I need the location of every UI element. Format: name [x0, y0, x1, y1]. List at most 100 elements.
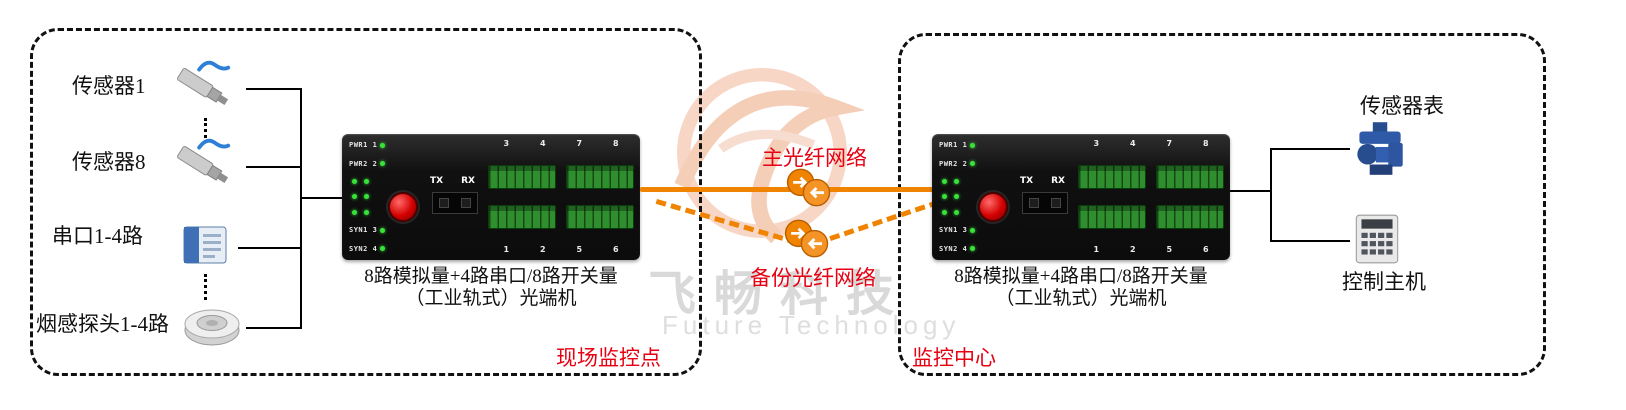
- monitor-center-zone: [898, 33, 1546, 376]
- terminal-strip: [566, 165, 634, 189]
- connection-line: [246, 88, 302, 90]
- led-panel: PWR1 1 PWR2 2 SYN1 3 SYN2 4: [349, 141, 407, 253]
- terminal-strip: [1156, 165, 1224, 189]
- led-indicator: [970, 246, 976, 252]
- terminal-strip: [488, 165, 556, 189]
- led-indicator: [380, 246, 386, 252]
- led-row: [939, 194, 997, 200]
- led-panel: PWR1 1 PWR2 2 SYN1 3 SYN2 4: [939, 141, 997, 253]
- smoke-detector-icon: [180, 298, 244, 350]
- terminal-blocks: 3 4 7 8 1 2 5 6: [1078, 139, 1224, 255]
- converter-left-caption-line1: 8路模拟量+4路串口/8路开关量: [364, 266, 618, 287]
- sensor-icon: [166, 134, 244, 192]
- terminal-strip: [566, 205, 634, 229]
- connection-line: [246, 327, 302, 329]
- connection-line: [300, 197, 344, 199]
- led-row: PWR1 1: [349, 141, 407, 149]
- optical-converter-right: PWR1 1 PWR2 2 SYN1 3 SYN2 4 TX RX 3 4 7 …: [932, 134, 1230, 260]
- terminal-number: 1: [1093, 245, 1100, 254]
- optical-port: [432, 192, 478, 214]
- sensor-8-label: 传感器8: [72, 150, 146, 174]
- connection-trunk: [1270, 148, 1272, 242]
- terminal-number: 4: [539, 139, 546, 148]
- terminal-strip: [1156, 205, 1224, 229]
- serial-device-icon: [176, 222, 236, 270]
- control-host-label: 控制主机: [1342, 270, 1426, 294]
- led-indicator: [970, 227, 976, 233]
- terminal-number: 6: [612, 245, 619, 254]
- smoke-detector-label: 烟感探头1-4路: [36, 312, 169, 336]
- terminal-numbers-top: 3 4 7 8: [488, 139, 634, 149]
- terminal-number: 4: [1129, 139, 1136, 148]
- connection-trunk: [300, 88, 302, 329]
- rx-label: RX: [461, 176, 475, 186]
- control-host-icon: [1348, 212, 1406, 266]
- red-knob: [388, 192, 418, 222]
- converter-right-caption-line1: 8路模拟量+4路串口/8路开关量: [954, 266, 1208, 287]
- sensor-meter-label: 传感器表: [1360, 94, 1444, 118]
- terminal-number: 5: [576, 245, 583, 254]
- field-site-zone: [30, 28, 702, 376]
- serial-ports-label: 串口1-4路: [52, 224, 143, 248]
- watermark-english-text: Future Technology: [662, 310, 961, 340]
- led-row: PWR2 2: [349, 160, 407, 168]
- tx-label: TX: [430, 176, 444, 186]
- brand-logo-watermark: [674, 68, 866, 244]
- connection-line: [238, 247, 302, 249]
- rx-label: RX: [1051, 176, 1065, 186]
- led-row: [349, 194, 407, 200]
- led-row: PWR1 1: [939, 141, 997, 149]
- converter-right-caption-line2: （工业轨式）光端机: [995, 288, 1167, 309]
- terminal-number: 5: [1166, 245, 1173, 254]
- converter-left-caption-line2: （工业轨式）光端机: [405, 288, 577, 309]
- terminal-blocks: 3 4 7 8 1 2 5 6: [488, 139, 634, 255]
- terminal-numbers-bottom: 1 2 5 6: [488, 245, 634, 255]
- connection-line: [1270, 148, 1350, 150]
- terminal-number: 7: [1166, 139, 1173, 148]
- led-indicator: [380, 161, 386, 167]
- tx-label: TX: [1020, 176, 1034, 186]
- monitor-center-caption: 监控中心: [912, 346, 996, 370]
- terminal-number: 3: [503, 139, 510, 148]
- terminal-strip: [1078, 205, 1146, 229]
- main-fiber-link: [640, 187, 936, 192]
- led-row: SYN1 3: [349, 226, 407, 234]
- led-row: [349, 210, 407, 216]
- led-indicator: [970, 161, 976, 167]
- fiber-coupler-icon: [781, 165, 837, 211]
- backup-fiber-label: 备份光纤网络: [750, 266, 876, 290]
- terminal-numbers-top: 3 4 7 8: [1078, 139, 1224, 149]
- terminal-numbers-bottom: 1 2 5 6: [1078, 245, 1224, 255]
- fiber-coupler-icon: [779, 216, 835, 262]
- red-knob: [978, 192, 1008, 222]
- sensor-1-label: 传感器1: [72, 74, 146, 98]
- terminal-number: 1: [503, 245, 510, 254]
- led-row: SYN2 4: [939, 245, 997, 253]
- led-indicator: [380, 142, 386, 148]
- terminal-number: 8: [1202, 139, 1209, 148]
- connection-line: [1270, 240, 1350, 242]
- led-indicator: [380, 227, 386, 233]
- terminal-number: 3: [1093, 139, 1100, 148]
- sensor-meter-icon: [1346, 118, 1412, 178]
- watermark-chinese-text: 飞畅科技: [648, 268, 913, 321]
- led-row: SYN1 3: [939, 226, 997, 234]
- led-indicator: [970, 142, 976, 148]
- optical-converter-left: PWR1 1 PWR2 2 SYN1 3 SYN2 4 TX RX 3 4 7 …: [342, 134, 640, 260]
- ellipsis-connector: [204, 118, 207, 138]
- optical-port: [1022, 192, 1068, 214]
- sensor-icon: [166, 56, 244, 114]
- terminal-number: 2: [539, 245, 546, 254]
- led-row: [939, 210, 997, 216]
- ellipsis-connector: [204, 274, 207, 300]
- connection-line: [246, 166, 302, 168]
- terminal-number: 8: [612, 139, 619, 148]
- terminal-strip: [1078, 165, 1146, 189]
- connection-line: [1230, 190, 1272, 192]
- led-row: [349, 178, 407, 184]
- led-row: SYN2 4: [349, 245, 407, 253]
- terminal-strip: [488, 205, 556, 229]
- field-site-caption: 现场监控点: [556, 346, 661, 370]
